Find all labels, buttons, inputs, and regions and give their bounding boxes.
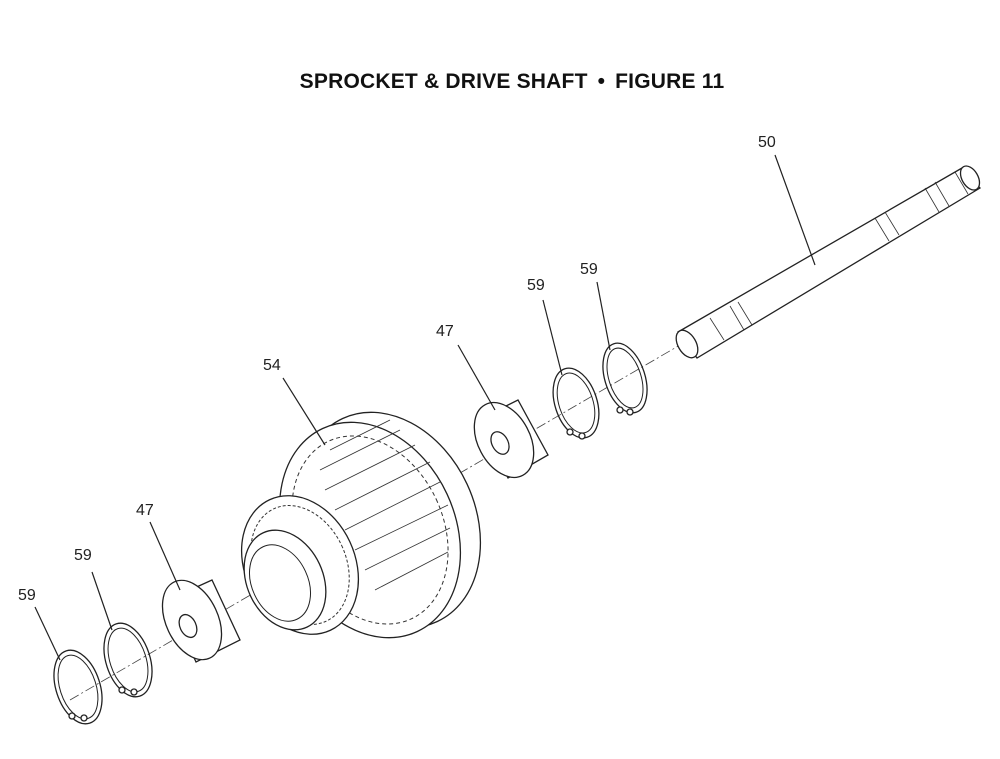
leader-sprocket (282, 377, 326, 446)
figure-title: SPROCKET & DRIVE SHAFT • FIGURE 11 (0, 70, 1000, 94)
retaining-ring-left-b (103, 622, 153, 698)
retaining-ring-right-a (552, 367, 600, 440)
leader-bearing-right (457, 344, 496, 411)
callout-bearing-right: 47 (436, 323, 454, 340)
retaining-ring-left-a (53, 649, 103, 725)
leader-ring-right-b (596, 281, 611, 351)
center-axis (69, 344, 681, 701)
figure-number: FIGURE 11 (615, 70, 725, 93)
callout-bearing-left: 47 (136, 502, 154, 519)
callout-ring-left-b: 59 (74, 547, 92, 564)
callout-shaft: 50 (758, 134, 776, 151)
callout-ring-left-a: 59 (18, 587, 36, 604)
bearing-left (161, 579, 241, 663)
bearing-right (473, 399, 549, 479)
title-separator: • (597, 70, 606, 93)
leader-ring-right-a (542, 299, 563, 376)
callout-sprocket: 54 (263, 357, 281, 374)
drive-shaft (675, 165, 982, 359)
leader-bearing-left (149, 521, 181, 591)
leader-ring-left-a (34, 606, 61, 661)
callout-ring-right-b: 59 (580, 261, 598, 278)
leader-shaft (774, 154, 816, 266)
title-text: SPROCKET & DRIVE SHAFT (299, 70, 588, 93)
callout-ring-right-a: 59 (527, 277, 545, 294)
retaining-ring-right-b (602, 342, 648, 416)
leader-ring-left-b (91, 571, 113, 631)
sprocket-assembly (240, 411, 482, 639)
